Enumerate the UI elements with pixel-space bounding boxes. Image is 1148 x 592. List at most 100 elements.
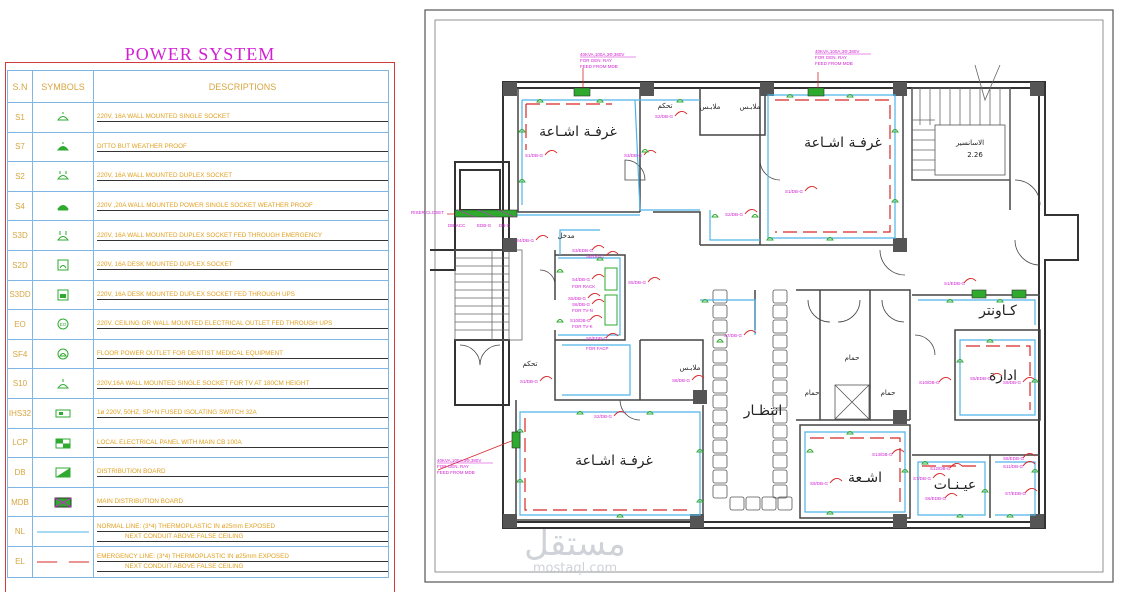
ihs32-symbol-icon bbox=[55, 409, 71, 418]
waiting-seat bbox=[745, 496, 761, 511]
circuit-labels: S1/DB-GS2/DB-GS3/DB-GS1/DB-GS2/DB-GS4/DB… bbox=[516, 114, 1027, 501]
home-run-arrow bbox=[544, 150, 558, 156]
room-label-radiology-3: غرفـة اشـاعة bbox=[575, 453, 653, 469]
waiting-seat bbox=[712, 409, 728, 424]
legend-description: DITTO BUT WEATHER PROOF bbox=[94, 133, 388, 162]
legend-symbol-cell bbox=[33, 103, 94, 132]
home-run-arrow bbox=[949, 463, 963, 469]
legend-description-line: EMERGENCY LINE: (3*4) THERMOPLASTIC IN ø… bbox=[97, 552, 388, 562]
legend-code: EL bbox=[8, 546, 33, 577]
wall-socket-icon bbox=[846, 94, 854, 98]
circuit-label: S7/DB-G bbox=[913, 476, 932, 481]
circuit-label: S2/DB-G bbox=[725, 212, 744, 217]
wall-socket-icon bbox=[986, 339, 994, 343]
wall-socket-icon bbox=[701, 299, 709, 303]
waiting-seat bbox=[712, 289, 728, 304]
home-run-arrow bbox=[944, 493, 958, 499]
home-run-arrow bbox=[539, 376, 553, 382]
wall-socket-icon bbox=[1031, 379, 1039, 383]
legend-description: LOCAL ELECTRICAL PANEL WITH MAIN CB 100A bbox=[94, 429, 388, 458]
legend-description: 220V, 16A WALL MOUNTED SINGLE SOCKET bbox=[94, 103, 388, 132]
legend-description: MAIN DISTRIBUTION BOARD bbox=[94, 488, 388, 517]
waiting-seat bbox=[761, 496, 777, 511]
wall-socket-icon bbox=[806, 449, 814, 453]
s3dd-symbol-icon bbox=[57, 289, 69, 301]
legend-code: IHS32 bbox=[8, 398, 33, 428]
wall-socket-icon bbox=[956, 514, 964, 518]
legend-symbol-cell bbox=[33, 369, 94, 398]
legend-description-line: FLOOR POWER OUTLET FOR DENTIST MEDICAL E… bbox=[97, 349, 388, 360]
svg-text:40KVA,100A,3Ф,380V: 40KVA,100A,3Ф,380V bbox=[580, 52, 624, 57]
circuit-label: S13/DB-G bbox=[872, 452, 893, 457]
circuit-label: S7/EDB-G bbox=[1005, 491, 1027, 496]
waiting-seat bbox=[772, 319, 788, 334]
s3d-symbol-icon bbox=[57, 230, 69, 241]
equipment-note: FOR RACK bbox=[572, 284, 595, 289]
room-label-waiting: انتظـار bbox=[743, 403, 783, 419]
legend-code: LCP bbox=[8, 428, 33, 458]
room-label-wc-3: حمام bbox=[881, 389, 896, 397]
waiting-seat bbox=[712, 319, 728, 334]
svg-text:FOR GEN. RAY: FOR GEN. RAY bbox=[580, 58, 612, 63]
room-label-admin: ادارة bbox=[989, 368, 1017, 384]
elevator-dimension: 2.26 bbox=[967, 151, 983, 159]
svg-text:FEED FROM MDB: FEED FROM MDB bbox=[815, 61, 853, 66]
legend-description: EMERGENCY LINE: (3*4) THERMOPLASTIC IN ø… bbox=[94, 547, 388, 577]
room-label-wc-1: حمام bbox=[845, 354, 860, 362]
sheet-frame-inner bbox=[434, 19, 1104, 573]
home-run-arrow bbox=[829, 478, 843, 484]
legend-description: 220V, 16A DESK MOUNTED DUPLEX SOCKET FED… bbox=[94, 281, 388, 310]
waiting-seat bbox=[772, 439, 788, 454]
elevator-shaft bbox=[934, 124, 1006, 176]
legend-description-line: MAIN DISTRIBUTION BOARD bbox=[97, 497, 388, 508]
staircase-right bbox=[911, 64, 1011, 181]
circuit-label: S12/DB-G bbox=[930, 466, 951, 471]
room-label-entrance: مدخل bbox=[557, 232, 574, 240]
legend-description-line: 1ø 220V, 50HZ, SP+N FUSED ISOLATING SWIT… bbox=[97, 408, 388, 419]
waiting-seat bbox=[772, 424, 788, 439]
legend-description: 220V,16A WALL MOUNTED SINGLE SOCKET FOR … bbox=[94, 369, 388, 398]
wall-socket-icon bbox=[641, 149, 649, 153]
wall-socket-icon bbox=[556, 319, 564, 323]
staircase-left bbox=[454, 249, 523, 341]
header-symbols: SYMBOLS bbox=[33, 71, 94, 102]
legend-code: EO bbox=[8, 310, 33, 339]
room-label-radiology-2: غرفـة اشـاعة bbox=[804, 135, 882, 151]
legend-description: 220V, 16A DESK MOUNTED DUPLEX SOCKET bbox=[94, 251, 388, 280]
circuit-label: S1/DB-G bbox=[520, 379, 539, 384]
legend-description: 220V, 16A WALL MOUNTED DUPLEX SOCKET FED… bbox=[94, 221, 388, 250]
svg-text:EO: EO bbox=[60, 322, 67, 327]
home-run-arrow bbox=[591, 245, 605, 251]
wall-socket-icon bbox=[676, 99, 684, 103]
svg-text:40KVA,100A,3Ф,380V: 40KVA,100A,3Ф,380V bbox=[815, 49, 859, 54]
legend-description: 220V, 16A WALL MOUNTED DUPLEX SOCKET bbox=[94, 162, 388, 191]
riser-closet-label: RISER CLOSET bbox=[411, 210, 444, 215]
home-run-arrow bbox=[674, 111, 688, 117]
legend-description-line: 220V, 16A WALL MOUNTED DUPLEX SOCKET bbox=[97, 171, 388, 182]
home-run-arrow bbox=[744, 209, 758, 215]
legend-description-line: LOCAL ELECTRICAL PANEL WITH MAIN CB 100A bbox=[97, 438, 388, 448]
legend-symbol-cell bbox=[33, 221, 94, 250]
wall-socket-icon bbox=[1031, 469, 1039, 473]
legend-symbol-cell bbox=[33, 250, 94, 280]
room-label-control-1: تحكم bbox=[658, 102, 673, 110]
doors bbox=[459, 159, 1041, 421]
waiting-seat bbox=[712, 454, 728, 469]
home-run-arrow bbox=[932, 473, 946, 479]
room-label-elevator: الاسانسير bbox=[955, 139, 984, 147]
circuit-label: S10/DB-G bbox=[919, 380, 940, 385]
waiting-seat bbox=[712, 334, 728, 349]
legend-description-line: 220V, 16A WALL MOUNTED DUPLEX SOCKET FED… bbox=[97, 231, 388, 241]
svg-text:FEED FROM MDB: FEED FROM MDB bbox=[437, 470, 475, 475]
emergency-line-circuits bbox=[524, 99, 1031, 511]
room-label-wardrobe-1: ملابـس bbox=[700, 103, 721, 111]
s4-symbol-icon bbox=[57, 205, 69, 211]
equipment-note: FOR FACP bbox=[586, 346, 609, 351]
wall-socket-icon bbox=[576, 411, 584, 415]
room-label-wardrobe-3: ملابـس bbox=[680, 364, 701, 372]
legend-code: DB bbox=[8, 458, 33, 487]
